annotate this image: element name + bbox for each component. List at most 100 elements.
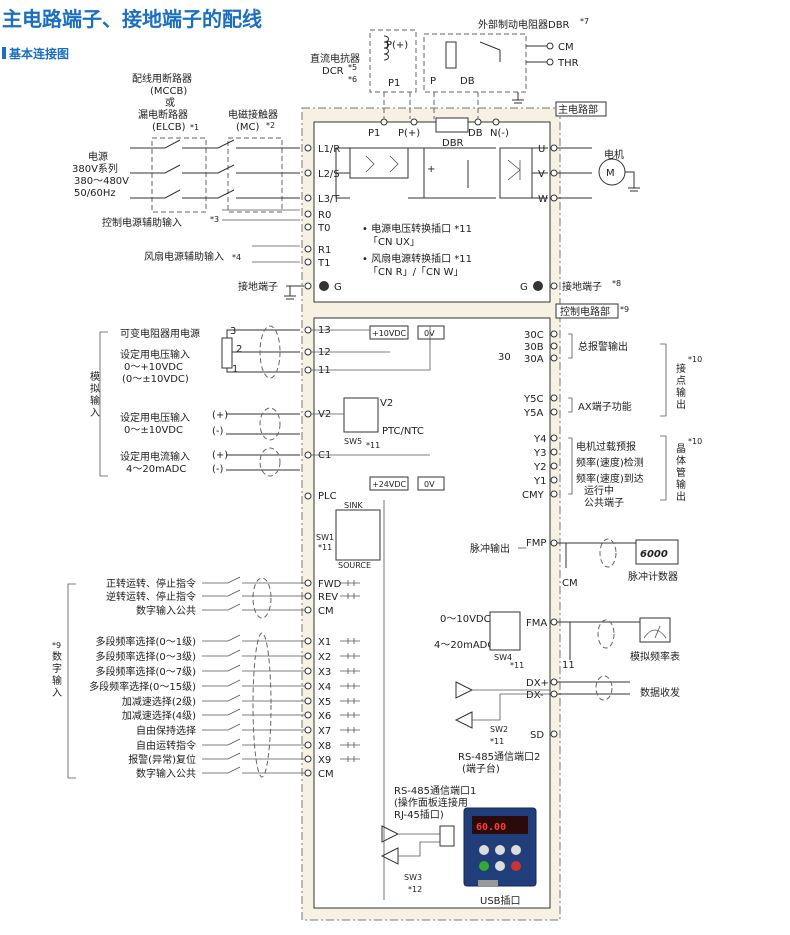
transistor-out-c2: 体: [676, 455, 686, 467]
set-i-label: 设定用电流输入 4～20mADC: [120, 450, 190, 475]
relay-30-label: 30: [498, 352, 511, 363]
overload-line2: 频率(速度)检测: [576, 456, 644, 469]
terminal-label-7: X5: [318, 697, 331, 708]
digital-wire-12: [202, 766, 305, 774]
note7-label: *7: [580, 17, 589, 26]
dc-bus: [408, 147, 496, 199]
terminal-x2-4: [304, 652, 312, 660]
analog-in-c1: 模: [90, 371, 100, 383]
transistor-out-c3: 管: [676, 466, 686, 479]
relay-out-c4: 出: [676, 398, 686, 411]
fma-range-label: 0～10VDC 4～20mADC: [434, 614, 494, 651]
set-v2-label: 设定用电压输入 0～±10VDC: [120, 411, 190, 436]
terminal-y5c: [550, 394, 558, 402]
sw4-label: SW4: [494, 653, 512, 662]
terminal-cm-12: [304, 769, 312, 777]
note2-label: *2: [266, 121, 275, 130]
terminal-y4: [550, 434, 558, 442]
rs485-2-line1: RS-485通信端口2: [458, 750, 540, 763]
terminal-y1: [550, 476, 558, 484]
terminal-y3-label: Y3: [533, 448, 546, 459]
ground-terminal-left-label: 接地端子: [238, 280, 278, 293]
optocoupler-9: [340, 727, 360, 733]
v2-minus: (-): [212, 426, 224, 437]
ax-label: AX端子功能: [578, 400, 632, 413]
digital-wire-5: [202, 664, 305, 672]
v2-plus: (+): [212, 410, 228, 421]
keypad-stop-button[interactable]: [511, 861, 521, 871]
optocoupler-0: [340, 580, 360, 586]
terminal-r1-label: R1: [318, 245, 331, 256]
set-i-line2: 4～20mADC: [126, 464, 186, 475]
plus24-box: [369, 476, 409, 491]
power-line1: 电源: [88, 150, 108, 163]
analog-meter-needle: [643, 625, 667, 639]
terminal-t1: [304, 258, 312, 266]
cn-rw-line2: 「CN R」/「CN W」: [368, 266, 464, 278]
keypad-button-1[interactable]: [479, 845, 489, 855]
plus10-box: [369, 325, 409, 340]
dbr-p-label: P: [430, 76, 436, 87]
digital-desc-0: 正转运转、停止指令: [106, 577, 196, 590]
terminal-13-label: 13: [318, 325, 331, 336]
optocoupler-7: [340, 698, 360, 704]
dbr-resistor: [445, 41, 457, 69]
set-v2-line1: 设定用电压输入: [120, 411, 190, 424]
terminal-y5a-label: Y5A: [523, 408, 543, 419]
dcr-line2: DCR: [322, 66, 344, 77]
potentiometer: [221, 337, 233, 369]
phase1-wire: [130, 139, 300, 149]
digital-desc-3: 多段频率选择(0～1级): [95, 635, 196, 648]
terminal-dx-plus-label: DX+: [526, 678, 549, 689]
pulse-counter-box: [635, 539, 679, 565]
keypad-run-button[interactable]: [479, 861, 489, 871]
dbr-out-wires: [526, 45, 548, 63]
control-circuit-tag: [555, 303, 619, 319]
usb-port-icon: [478, 880, 498, 886]
keypad-button-3[interactable]: [511, 845, 521, 855]
power-line3: 380～480V: [74, 176, 129, 187]
terminal-y5a: [550, 408, 558, 416]
power-line4: 50/60Hz: [74, 188, 116, 199]
terminal-sd: [550, 730, 558, 738]
cn-ux-note: • 电源电压转换插口 *11 「CN UX」: [362, 222, 472, 248]
mc-line1: 电磁接触器: [228, 108, 278, 121]
dbr-ext-label: 外部制动电阻器DBR: [478, 18, 570, 31]
terminal-x6-8: [304, 711, 312, 719]
usb-label: USB插口: [480, 894, 521, 907]
terminal-g-right: [550, 282, 558, 290]
terminal-g-left-label: G: [334, 282, 342, 293]
transistor-out-bracket: [660, 435, 667, 501]
digital-in-c1: 数: [52, 650, 62, 663]
pulse-counter-label: 脉冲计数器: [628, 570, 678, 583]
digital-in-c2: 字: [52, 662, 62, 675]
terminal-x1-3: [304, 637, 312, 645]
terminal-db-label: DB: [468, 128, 483, 139]
sw3-note: *12: [408, 885, 422, 894]
mccb-line2: (MCCB): [150, 86, 187, 97]
rs485-1-line3: RJ-45插口): [394, 808, 444, 821]
note5-label: *5: [348, 63, 357, 72]
plus10-label: +10VDC: [372, 329, 407, 338]
terminal-fmp: [550, 539, 558, 547]
digital-desc-9: 自由保持选择: [136, 724, 196, 737]
fma-range-line1: 0～10VDC: [440, 614, 491, 625]
transistor-out-c1: 晶: [676, 443, 686, 455]
analog-bracket: [99, 331, 108, 477]
terminal-y1-label: Y1: [533, 476, 546, 487]
mccb-line4: 漏电断路器: [138, 108, 188, 121]
terminal-30b: [550, 342, 558, 350]
terminal-v: [550, 169, 558, 177]
dcr-p1-label: P1: [388, 78, 400, 89]
optocoupler-5: [340, 668, 360, 674]
relay-out-bracket: [660, 343, 667, 417]
overload-line1: 电机过载预报: [576, 440, 636, 453]
keypad-button-2[interactable]: [495, 845, 505, 855]
terminal-30b-label: 30B: [524, 342, 544, 353]
note3-label: *3: [210, 215, 219, 224]
dcr-coil: [383, 35, 389, 61]
sw2-note: *11: [490, 737, 504, 746]
source-label: SOURCE: [338, 561, 371, 570]
keypad-button-4[interactable]: [495, 861, 505, 871]
